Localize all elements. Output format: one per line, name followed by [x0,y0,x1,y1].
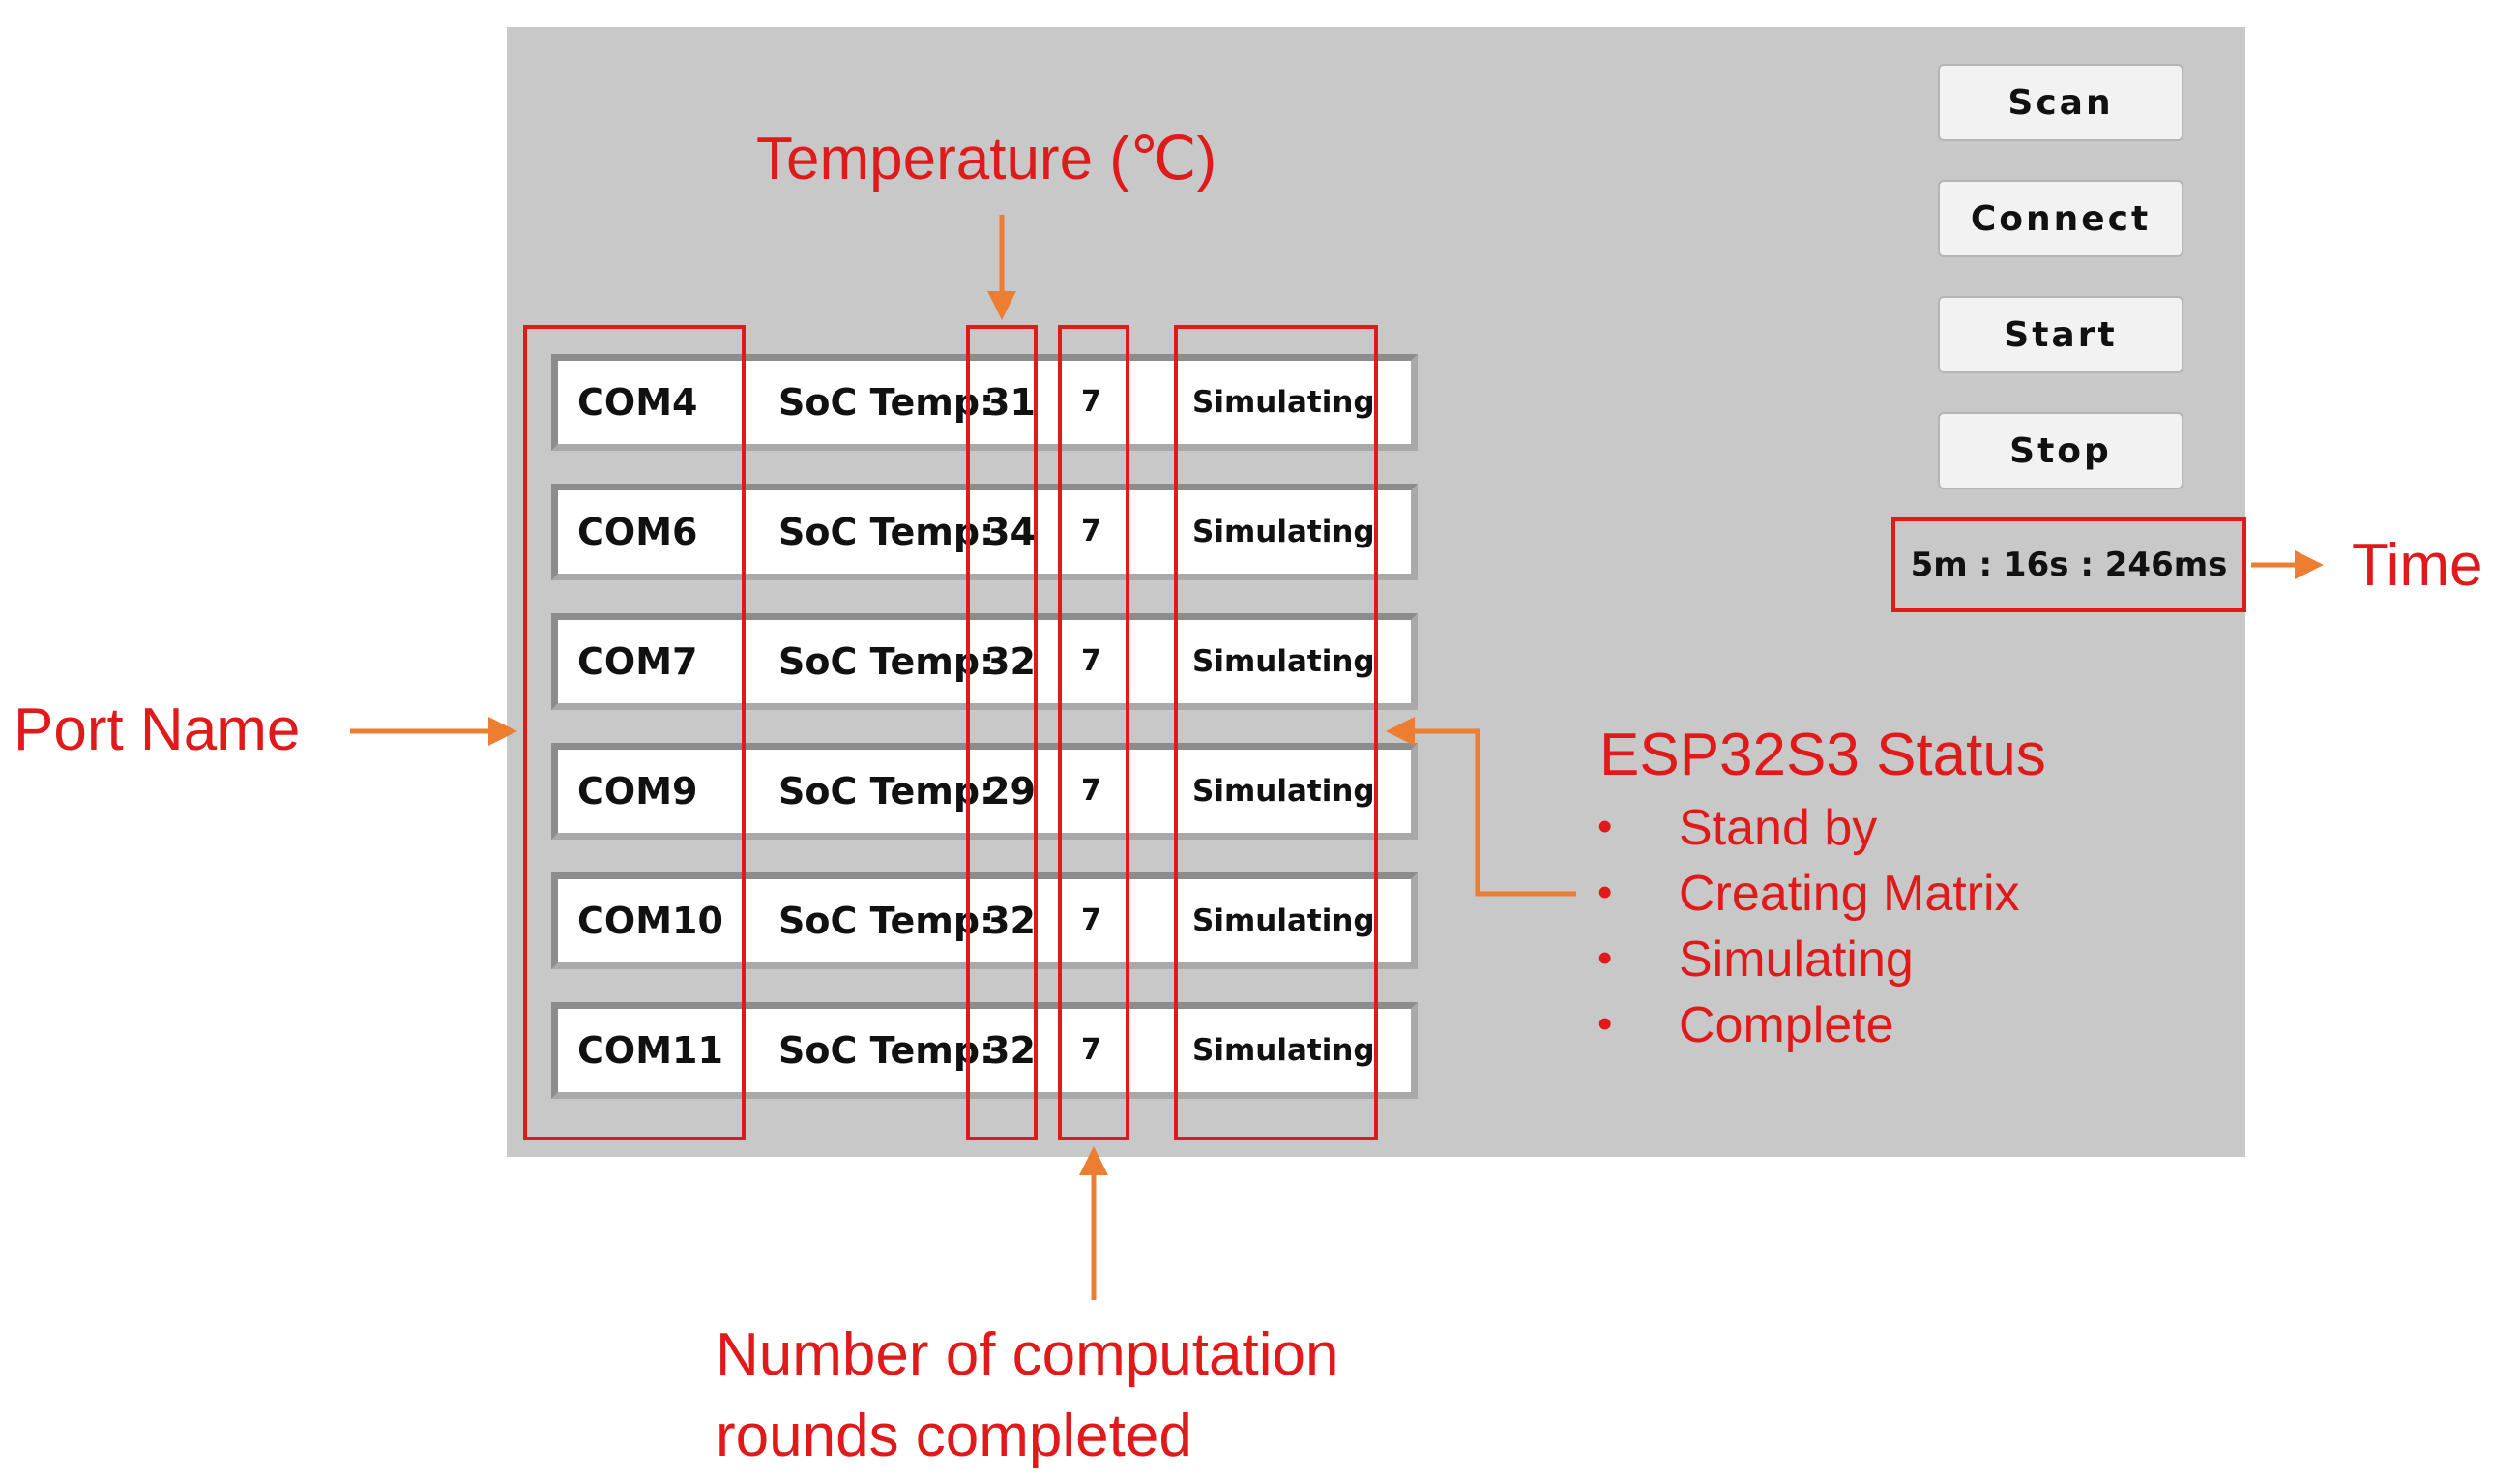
status-list-item: Creating Matrix [1679,866,2020,922]
scan-button[interactable]: Scan [1938,64,2183,141]
device-row: COM11 SoC Temp: 32 7 Simulating [551,1002,1418,1099]
stop-button[interactable]: Stop [1938,412,2183,489]
soc-temp-value: 32 [984,900,1036,942]
port-name: COM4 [577,381,698,424]
status-list-item: Simulating [1679,931,1914,988]
device-row: COM10 SoC Temp: 32 7 Simulating [551,872,1418,969]
rounds-count: 7 [1081,1033,1101,1067]
port-name: COM10 [577,900,723,942]
device-row: COM6 SoC Temp: 34 7 Simulating [551,484,1418,580]
soc-temp-value: 29 [984,770,1036,813]
rounds-count: 7 [1081,385,1101,419]
port-name-annotation: Port Name [14,696,301,763]
bullet-icon: • [1597,1000,1613,1048]
soc-temp-label: SoC Temp: [778,381,995,424]
soc-temp-label: SoC Temp: [778,511,995,553]
device-status: Simulating [1192,644,1375,679]
port-name: COM9 [577,770,698,813]
port-name: COM11 [577,1029,723,1072]
status-list-item: Stand by [1679,800,1878,856]
soc-temp-value: 31 [984,381,1036,424]
port-name: COM6 [577,511,698,553]
soc-temp-label: SoC Temp: [778,1029,995,1072]
rounds-annotation-line2: rounds completed [716,1403,1192,1469]
soc-temp-label: SoC Temp: [778,770,995,813]
status-arrow [1386,717,1576,897]
soc-temp-value: 32 [984,640,1036,683]
port-name: COM7 [577,640,698,683]
device-row: COM4 SoC Temp: 31 7 Simulating [551,354,1418,451]
status-title-annotation: ESP32S3 Status [1599,722,2046,788]
bullet-icon: • [1597,803,1613,850]
device-status: Simulating [1192,385,1375,420]
connect-button[interactable]: Connect [1938,180,2183,257]
device-status: Simulating [1192,515,1375,549]
soc-temp-value: 32 [984,1029,1036,1072]
rounds-annotation-line1: Number of computation [716,1321,1339,1388]
temperature-annotation: Temperature (℃) [756,126,1217,192]
device-status: Simulating [1192,903,1375,938]
soc-temp-label: SoC Temp: [778,640,995,683]
rounds-count: 7 [1081,515,1101,548]
time-annotation: Time [2352,532,2483,599]
rounds-count: 7 [1081,644,1101,678]
device-status: Simulating [1192,774,1375,809]
rounds-count: 7 [1081,774,1101,808]
device-row: COM9 SoC Temp: 29 7 Simulating [551,743,1418,840]
bullet-icon: • [1597,934,1613,982]
device-status: Simulating [1192,1033,1375,1068]
soc-temp-label: SoC Temp: [778,900,995,942]
start-button[interactable]: Start [1938,296,2183,373]
soc-temp-value: 34 [984,511,1036,553]
bullet-icon: • [1597,869,1613,916]
status-list-item: Complete [1679,997,1894,1053]
device-row: COM7 SoC Temp: 32 7 Simulating [551,613,1418,710]
elapsed-time: 5m : 16s : 246ms [1891,517,2246,612]
rounds-count: 7 [1081,903,1101,937]
